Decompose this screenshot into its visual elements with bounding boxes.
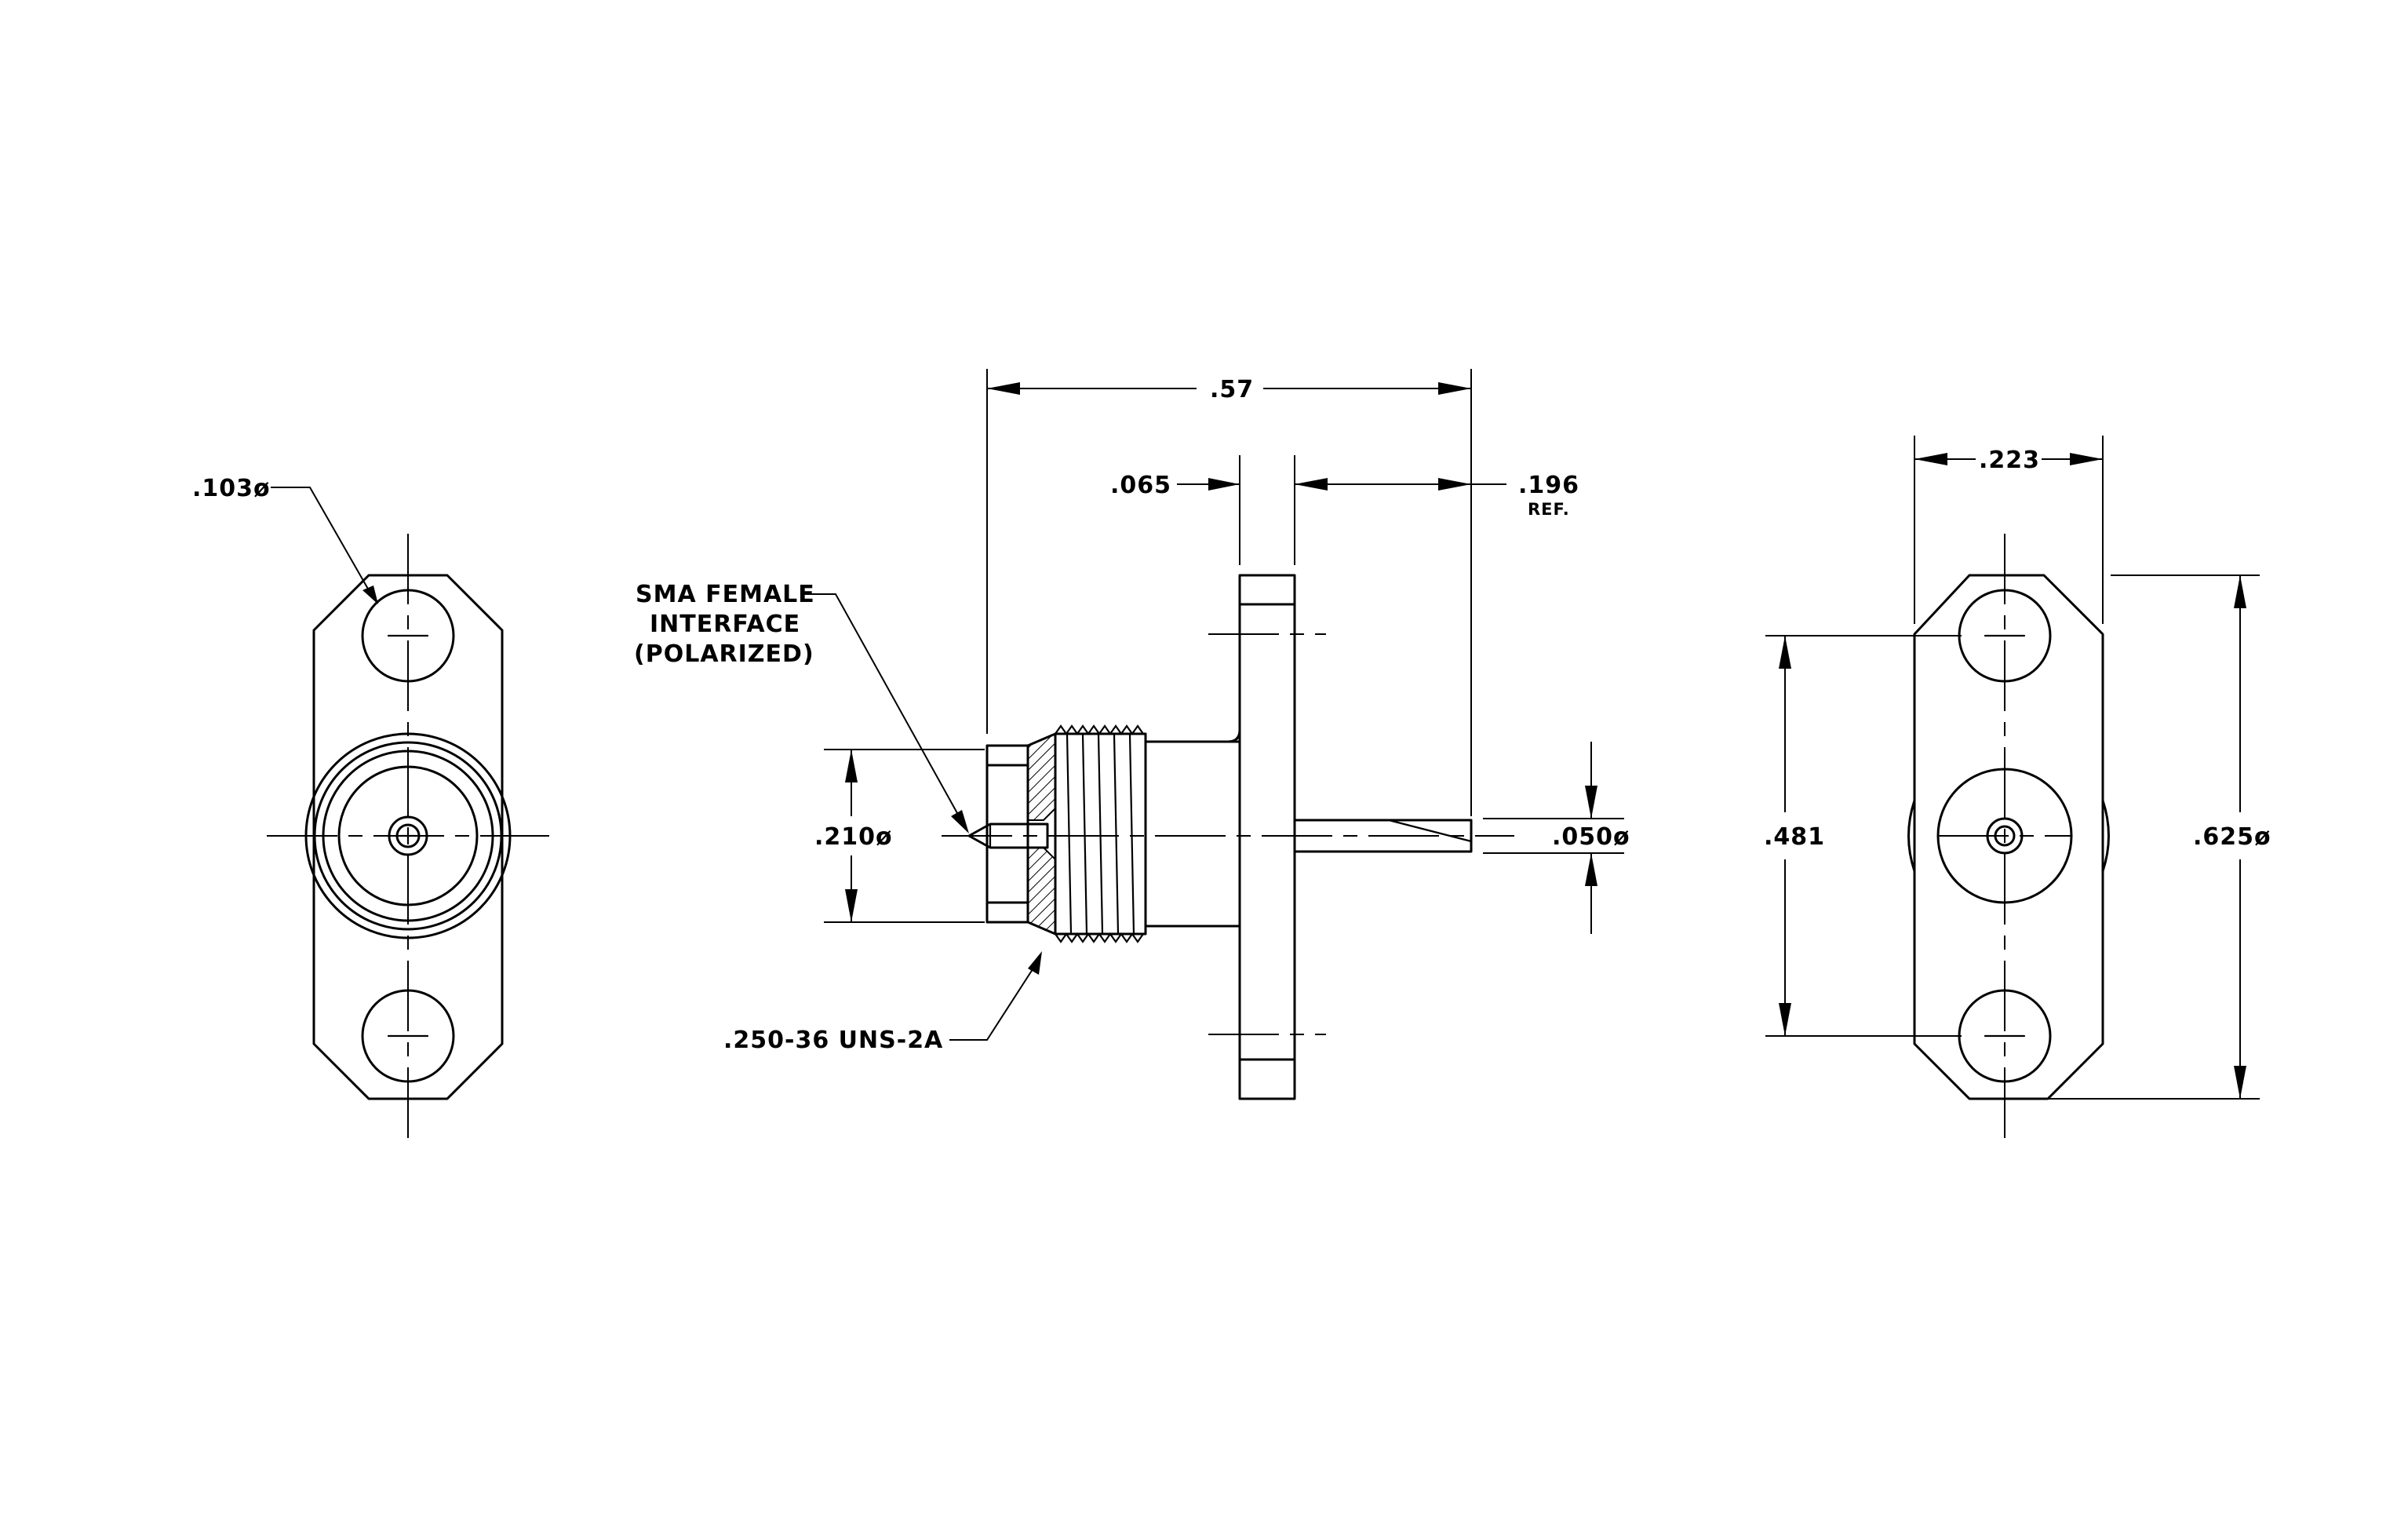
flange-length-label: .625ø [2193, 823, 2271, 851]
interface-note-line3: (POLARIZED) [634, 640, 814, 668]
pin-break-line [1387, 819, 1473, 843]
arrow-hole-spacing-top [1779, 636, 1791, 669]
half-width-label: .223 [1979, 447, 2040, 474]
arrow-pin-length-right [1438, 478, 1471, 491]
flange-thickness-label: .065 [1110, 472, 1171, 499]
body-bulge-right [2101, 799, 2110, 873]
thread-spec-leader [949, 966, 1035, 1041]
thread-section [1054, 724, 1147, 943]
interface-note-leader [800, 593, 962, 821]
pin-diameter-label: .050ø [1552, 823, 1630, 851]
thread-line [1081, 732, 1088, 936]
nose-hatch-bottom [1027, 847, 1056, 936]
interface-note-line2: INTERFACE [650, 611, 800, 638]
thread-bottom [1054, 932, 1145, 943]
thread-spec-label: .250-36 UNS-2A [723, 1027, 943, 1054]
thread-line [1113, 732, 1120, 936]
hole-diameter-arrow [362, 585, 378, 604]
front-view: .103ø [192, 475, 549, 1138]
arrow-overall-right [1438, 382, 1471, 395]
overall-length-label: .57 [1210, 376, 1254, 403]
hole-diameter-label: .103ø [192, 475, 271, 502]
flange-side [1238, 574, 1296, 1100]
arrow-interface-bottom [845, 889, 858, 922]
female-contact [967, 823, 1049, 849]
body-fillet-top [1226, 728, 1241, 743]
rear-pin [1293, 819, 1473, 853]
arrow-pin-top [1585, 786, 1597, 819]
interface-nose [967, 732, 1057, 936]
pin-length-ref-label: REF. [1528, 500, 1570, 519]
side-view: .57 .065 .196 REF. .210ø .050ø SMA FEMAL… [634, 369, 1630, 1100]
thread-spec-arrow [1028, 951, 1042, 975]
thread-line [1128, 732, 1135, 936]
arrow-interface-top [845, 750, 858, 782]
nose-hatch-top [1027, 732, 1056, 821]
arrow-flange-thickness [1208, 478, 1240, 491]
arrow-hole-spacing-bottom [1779, 1003, 1791, 1036]
hole-spacing-label: .481 [1764, 823, 1825, 851]
interface-note-arrow [951, 810, 969, 833]
arrow-half-width-left [1914, 453, 1947, 465]
flange-outline [312, 574, 504, 1100]
interface-diameter-label: .210ø [814, 823, 893, 851]
thread-line [1097, 732, 1104, 936]
body-bulge-left [1907, 799, 1916, 873]
arrow-half-width-right [2070, 453, 2103, 465]
arrow-pin-bottom [1585, 853, 1597, 886]
interface-note-line1: SMA FEMALE [636, 581, 815, 608]
pin-length-label: .196 [1518, 472, 1579, 499]
arrow-flange-length-bottom [2234, 1066, 2246, 1099]
arrow-flange-length-top [2234, 575, 2246, 608]
rear-flange-outline [1913, 574, 2104, 1100]
hole-diameter-leader [271, 487, 370, 591]
arrow-pin-length-left [1295, 478, 1328, 491]
arrow-overall-left [987, 382, 1020, 395]
rear-view: .223 .481 .625ø [1764, 436, 2271, 1138]
thread-line [1066, 732, 1073, 936]
